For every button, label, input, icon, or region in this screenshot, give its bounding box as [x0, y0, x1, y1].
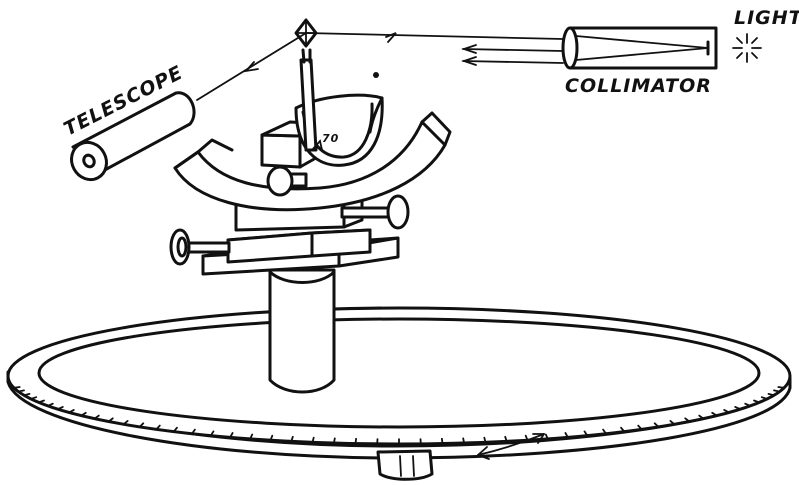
scale-tick — [504, 435, 508, 443]
scale-tick — [723, 408, 730, 414]
scale-tick — [229, 432, 234, 439]
crystal-mark-label: 70 — [322, 132, 339, 145]
scale-tick — [620, 426, 626, 433]
scale-tick — [777, 386, 785, 389]
scale-tick — [138, 422, 145, 428]
scale-tick — [760, 396, 768, 400]
scale-tick — [544, 433, 549, 440]
collimator — [561, 26, 718, 70]
scale-tick — [753, 399, 760, 404]
scale-tick — [564, 432, 569, 439]
scale-tick — [744, 402, 751, 407]
scale-tick — [698, 414, 705, 420]
goniometer-arc — [173, 111, 452, 212]
scale-tick — [107, 417, 114, 423]
scale-tick — [209, 430, 215, 437]
scale-tick — [290, 435, 294, 443]
scale-tick — [191, 428, 196, 435]
dot-mark — [373, 72, 379, 78]
scale-tick — [711, 411, 718, 417]
scale-tick — [462, 437, 466, 444]
scale-tick — [30, 396, 38, 400]
scale-tick — [23, 392, 31, 397]
scale-tick — [57, 405, 64, 411]
scale-tick — [734, 405, 741, 411]
support-column — [268, 268, 336, 394]
scale-tick — [637, 424, 643, 431]
telescope — [70, 91, 196, 182]
rotation-arrow — [477, 433, 545, 460]
scale-ticks — [13, 386, 785, 445]
scale-tick — [269, 434, 274, 442]
scale-tick — [524, 434, 529, 442]
scale-tick — [332, 437, 336, 444]
cross-slide-stage — [201, 228, 400, 276]
scale-tick — [155, 424, 161, 431]
scale-tick — [249, 433, 254, 440]
collimator-label: COLLIMATOR — [565, 75, 712, 97]
light-label: LIGHT — [734, 7, 799, 29]
crystal-mount-rod — [299, 48, 323, 152]
scale-tick — [354, 437, 358, 445]
scale-tick — [653, 422, 660, 428]
scale-tick — [767, 392, 775, 397]
scale-tick — [311, 436, 315, 444]
left-adjustment-knob — [169, 228, 231, 266]
scale-tick — [122, 419, 129, 426]
light-source-icon — [732, 33, 762, 63]
scale-tick — [93, 414, 100, 420]
right-adjustment-knob — [340, 194, 410, 230]
base-foot — [376, 449, 434, 481]
scale-tick — [80, 411, 87, 417]
scale-tick — [602, 428, 607, 435]
scale-tick — [669, 419, 676, 426]
scale-tick — [583, 430, 589, 437]
scale-tick — [172, 426, 178, 433]
scale-tick — [68, 408, 75, 414]
scale-tick — [773, 389, 781, 393]
scale-tick — [13, 386, 21, 389]
carriage-knob — [266, 165, 308, 197]
scale-tick — [38, 399, 45, 404]
diffracted-beam — [196, 32, 307, 101]
divided-circle-base — [6, 306, 792, 460]
scale-tick — [17, 389, 25, 393]
scale-tick — [483, 436, 487, 444]
scale-tick — [684, 417, 691, 423]
scale-tick — [440, 437, 444, 445]
incident-beam — [305, 32, 564, 66]
scale-tick — [47, 402, 54, 407]
